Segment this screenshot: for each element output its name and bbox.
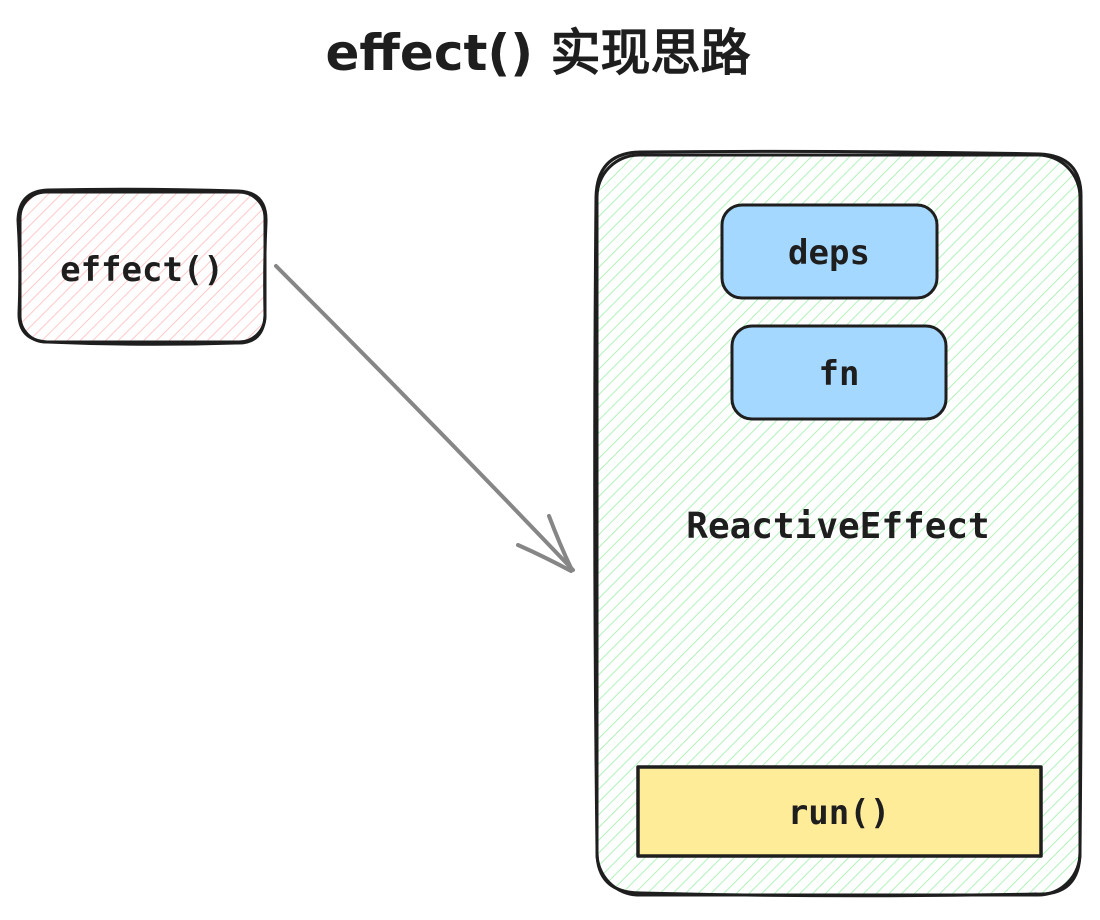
effect-node-sketch-outline [16, 187, 268, 346]
connector-arrow [274, 264, 575, 573]
arrow-shaft [274, 264, 575, 572]
run-method: run() [636, 765, 1043, 858]
effect-node: effect() [16, 187, 268, 346]
fn-box [730, 324, 948, 421]
fn-label: fn [819, 354, 860, 394]
deps-box [720, 203, 939, 300]
effect-node-label: effect() [60, 250, 224, 290]
run-box [636, 765, 1043, 858]
reactive-effect-sketch-outline [593, 149, 1084, 898]
run-label: run() [788, 793, 890, 833]
fn-field: fn [730, 324, 948, 421]
deps-field: deps [720, 203, 939, 300]
reactive-effect-label: ReactiveEffect [686, 506, 989, 547]
arrow-head [516, 514, 573, 573]
diagram-title: effect() 实现思路 [326, 24, 752, 82]
reactive-effect-container: ReactiveEffect [593, 149, 1084, 898]
deps-label: deps [788, 233, 870, 273]
